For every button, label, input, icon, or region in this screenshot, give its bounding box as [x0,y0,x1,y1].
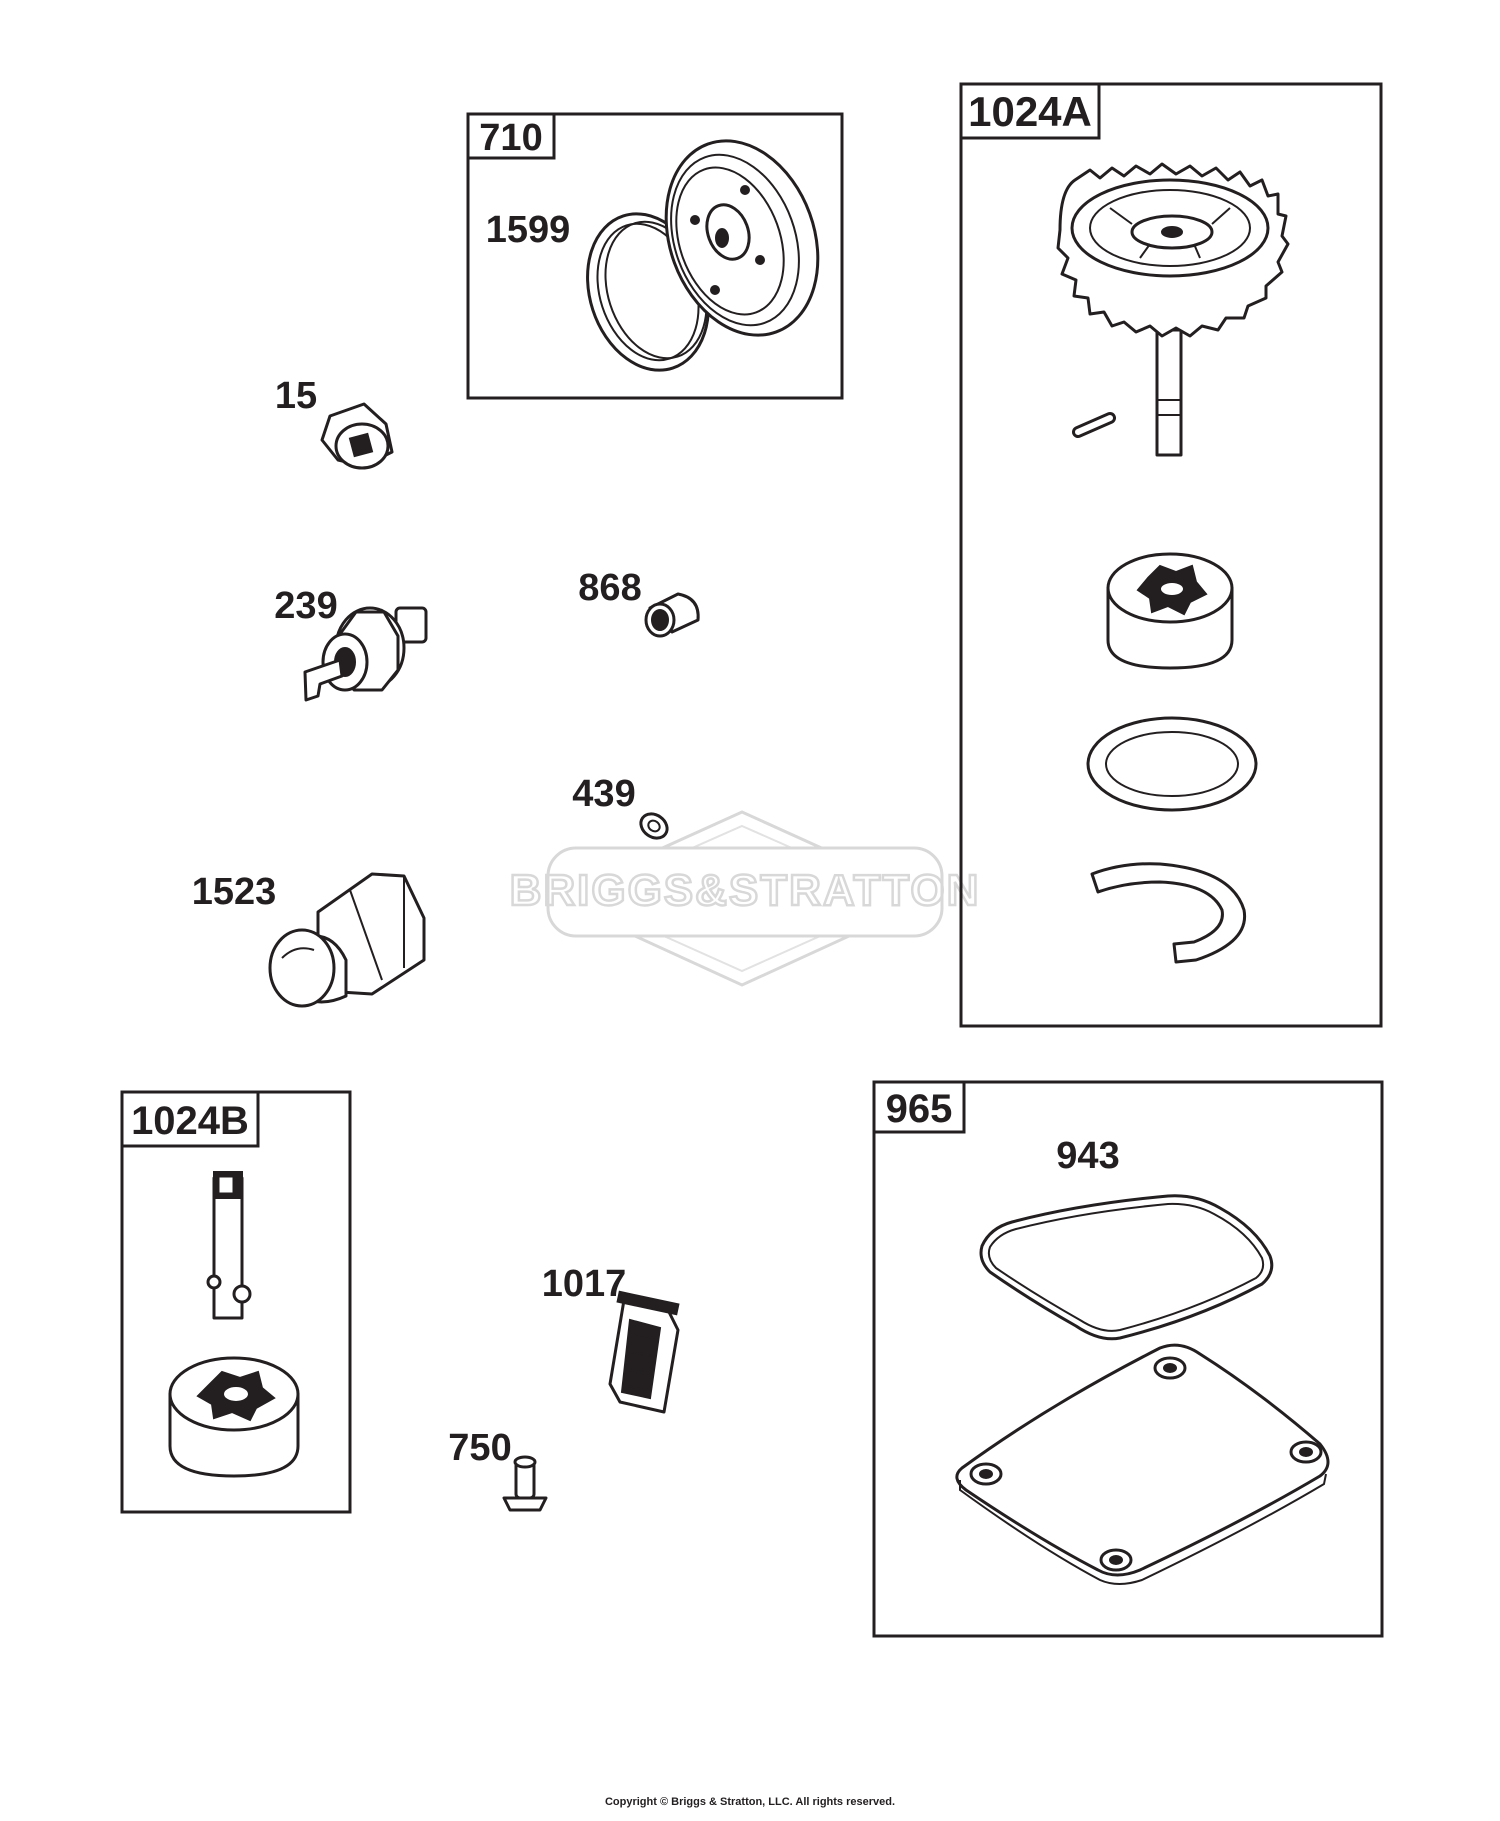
part-label-239: 239 [274,585,337,627]
box-1024b-label: 1024B [131,1099,249,1143]
part-label-1017: 1017 [542,1263,627,1305]
oil-pump-gear [1056,162,1290,457]
box-965-label: 965 [886,1087,953,1131]
part-label-1599: 1599 [486,209,571,251]
part-label-750: 750 [448,1427,511,1469]
box-1024a-label: 1024A [968,88,1092,135]
part-750-screw [502,1455,548,1512]
pump-rotor-1024a [1106,552,1234,670]
box-710-label: 710 [479,117,542,159]
part-1017-screen [608,1290,680,1414]
copyright-notice: Copyright © Briggs & Stratton, LLC. All … [605,1796,895,1808]
part-label-15: 15 [275,375,317,417]
part-15 [320,402,394,470]
part-439-washer [639,812,669,840]
retaining-clip [1090,862,1247,964]
part-label-1523: 1523 [192,871,277,913]
gear-face-710 [664,139,820,337]
pump-rotor-1024b [168,1356,300,1478]
box-1024b: 1024B [120,1090,352,1514]
gear-pin [1072,412,1116,438]
part-239-switch [303,606,428,702]
part-label-943: 943 [1056,1135,1119,1177]
part-1523-fitting [268,872,426,1008]
pump-washer [1086,716,1258,812]
briggs-stratton-watermark: BRIGGS&STRATTON [508,810,981,987]
pump-shaft-1024b [206,1171,252,1320]
part-label-868: 868 [578,567,641,609]
part-label-439: 439 [572,773,635,815]
gasket-943 [979,1194,1274,1341]
watermark-text: BRIGGS&STRATTON [510,866,981,915]
box-965: 965 943 [872,1080,1384,1638]
box-1024a: 1024A [959,82,1383,1028]
box-710: 710 1599 [466,112,844,400]
part-868 [644,592,700,638]
pump-cover-plate [955,1343,1330,1585]
